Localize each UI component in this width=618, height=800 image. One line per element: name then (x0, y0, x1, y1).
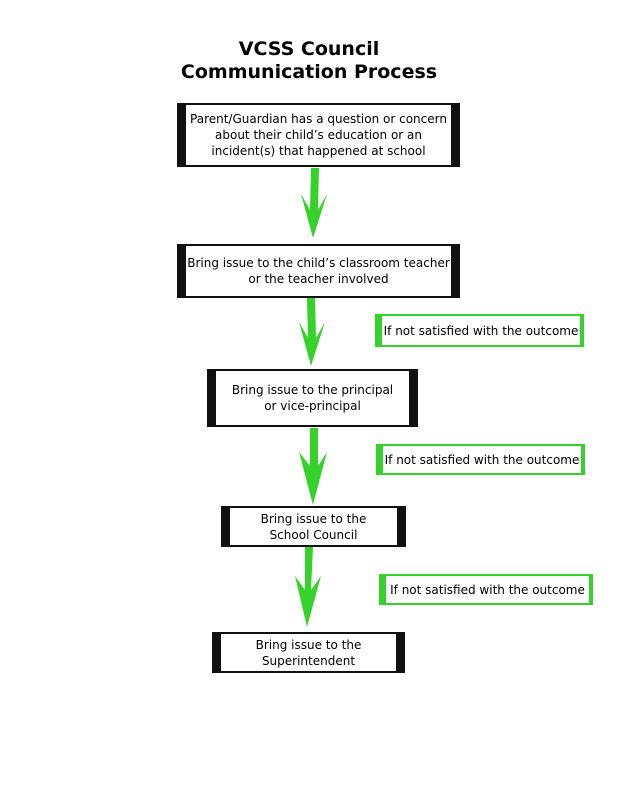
arrow-3 (299, 428, 327, 505)
diagram-title-line1: VCSS Council (238, 38, 380, 60)
step-text-line: Parent/Guardian has a question or concer… (190, 112, 447, 126)
step-text-line: about their child’s education or an (215, 128, 422, 142)
step-box-parent-concern: Parent/Guardian has a question or concer… (177, 103, 460, 167)
step-text-line: incident(s) that happened at school (211, 144, 426, 158)
condition-note-text: If not satisfied with the outcome (383, 323, 579, 338)
step-text-line: Bring issue to the (260, 511, 367, 526)
condition-note-1: If not satisfied with the outcome (375, 314, 584, 347)
step-text-line: School Council (269, 527, 358, 542)
condition-note-2: If not satisfied with the outcome (376, 444, 585, 475)
condition-note-text: If not satisfied with the outcome (390, 582, 585, 597)
arrow-4 (295, 547, 321, 627)
step-box-principal: Bring issue to the principal or vice-pri… (207, 369, 418, 427)
condition-note-3: If not satisfied with the outcome (379, 574, 593, 605)
step-text-line: or the teacher involved (248, 272, 389, 286)
step-box-superintendent: Bring issue to the Superintendent (212, 632, 405, 673)
step-text-line: Bring issue to the (255, 637, 362, 652)
step-text-line: Superintendent (261, 653, 356, 668)
step-box-classroom-teacher: Bring issue to the child’s classroom tea… (177, 244, 460, 298)
condition-note-text: If not satisfied with the outcome (384, 452, 580, 467)
step-text-line: Bring issue to the child’s classroom tea… (187, 256, 450, 270)
diagram-title-line2: Communication Process (180, 61, 438, 83)
step-text-line: Bring issue to the principal (231, 383, 394, 397)
arrow-1 (301, 168, 327, 238)
arrow-2 (299, 298, 325, 366)
step-text-line: or vice-principal (264, 399, 361, 413)
step-box-school-council: Bring issue to the School Council (221, 506, 406, 547)
